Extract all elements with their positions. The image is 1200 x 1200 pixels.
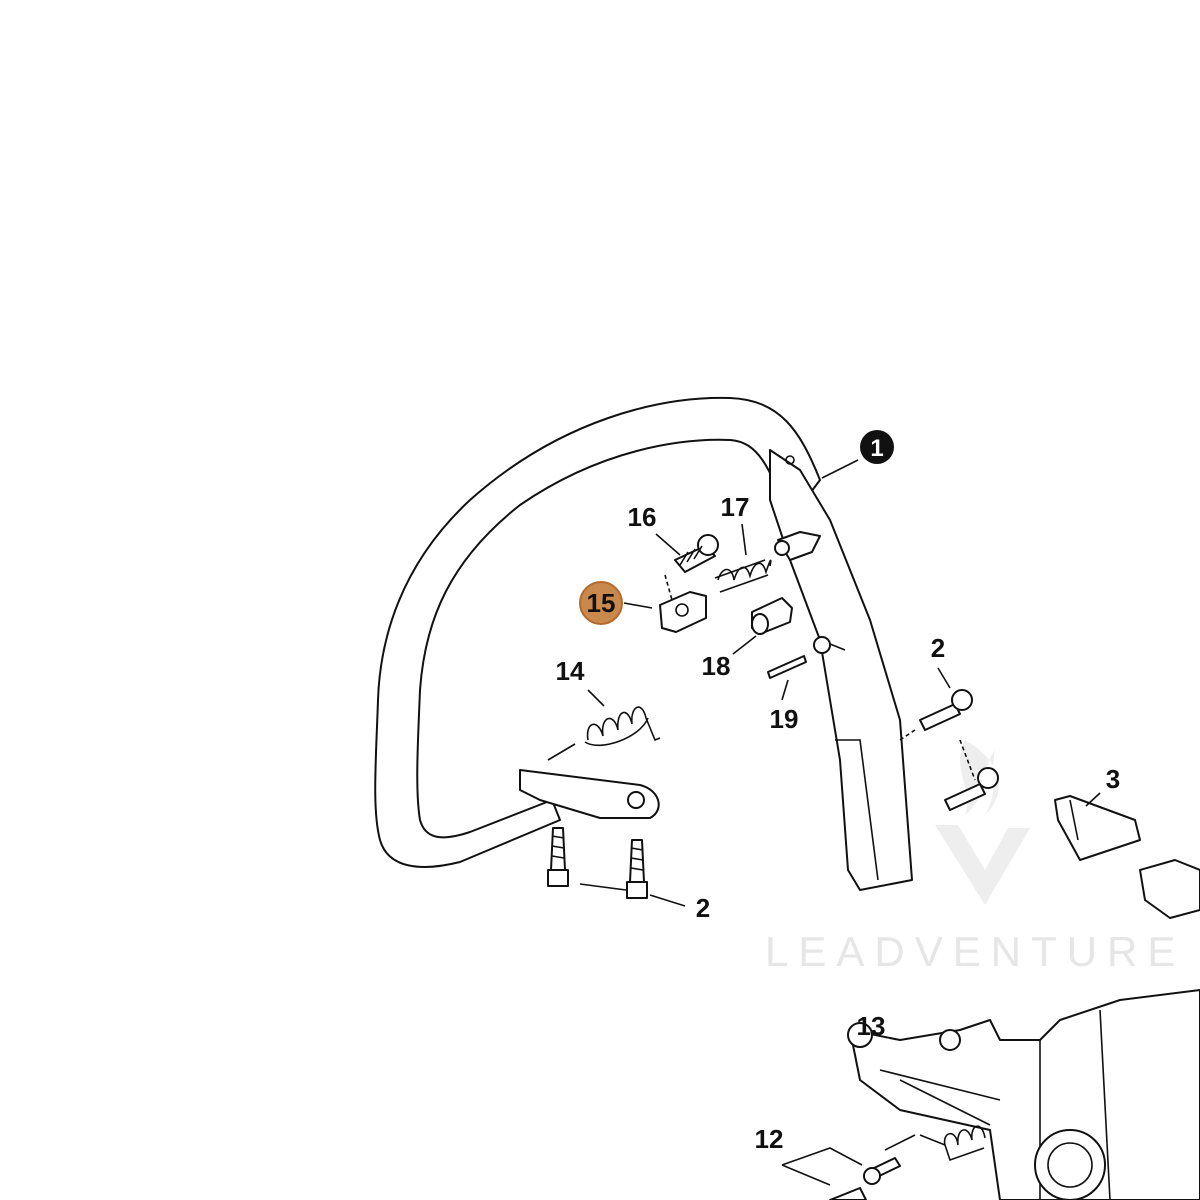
callout-15: 15 <box>579 581 623 625</box>
connector-part <box>1139 859 1200 919</box>
part-13-spring <box>919 1125 986 1162</box>
lower-housing-assembly <box>847 989 1200 1200</box>
callout-13: 13 <box>857 1011 886 1041</box>
part-18-bushing <box>751 597 793 635</box>
part-16-screw <box>674 534 719 573</box>
part-15-nut <box>659 591 707 633</box>
part-2-screws-lower <box>547 827 648 899</box>
callout-19: 19 <box>770 704 799 734</box>
callout-2-lower: 2 <box>696 893 710 923</box>
callout-15-label: 15 <box>587 588 616 618</box>
callout-3: 3 <box>1106 764 1120 794</box>
part-14-spring <box>547 706 661 761</box>
part-3-clip <box>1054 795 1141 861</box>
leader-lines <box>579 459 1101 1186</box>
watermark-logo: LEADVENTURE <box>765 740 1185 975</box>
part-19-pin <box>767 655 807 679</box>
leader-dashed-16-15 <box>664 574 673 601</box>
callout-14: 14 <box>556 656 585 686</box>
callout-18: 18 <box>702 651 731 681</box>
watermark-text: LEADVENTURE <box>765 928 1185 975</box>
part-17-spring <box>714 559 772 593</box>
callout-15-highlight <box>579 581 623 625</box>
callout-1: 1 <box>860 430 894 464</box>
part-12-screws <box>829 1157 901 1200</box>
callout-16: 16 <box>628 502 657 532</box>
callout-12: 12 <box>755 1124 784 1154</box>
callout-1-label: 1 <box>870 435 883 462</box>
front-handle-bar <box>374 396 913 891</box>
part-2-screws-right <box>919 689 999 811</box>
callout-1-badge <box>860 430 894 464</box>
callout-2-right: 2 <box>931 633 945 663</box>
callout-17: 17 <box>721 492 750 522</box>
